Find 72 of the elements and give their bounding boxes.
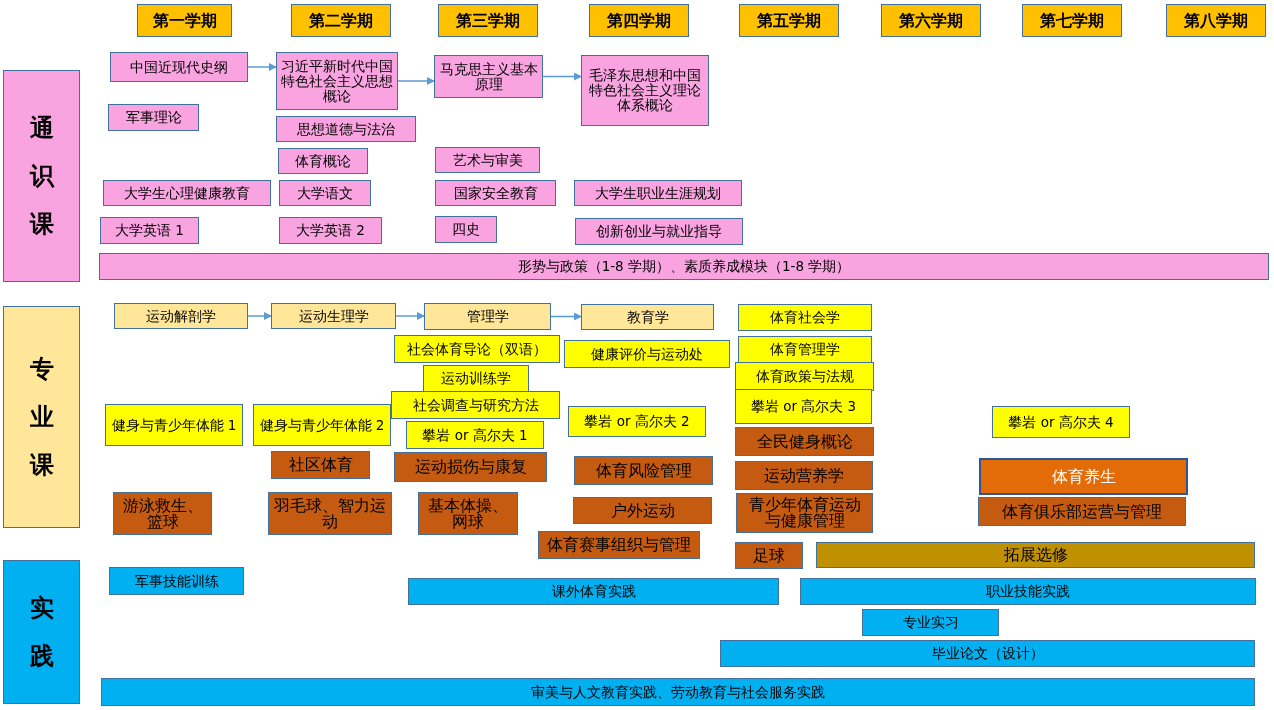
course-box: 基本体操、网球 — [418, 492, 518, 535]
course-box: 攀岩 or 高尔夫 4 — [992, 406, 1130, 438]
course-box: 教育学 — [581, 304, 714, 330]
semester-header: 第六学期 — [881, 4, 981, 37]
course-box: 体育赛事组织与管理 — [538, 531, 700, 559]
semester-header: 第七学期 — [1022, 4, 1122, 37]
course-box: 运动生理学 — [271, 303, 396, 329]
course-band: 课外体育实践 — [408, 578, 779, 605]
course-box: 足球 — [735, 542, 803, 569]
course-band: 形势与政策（1-8 学期）、素质养成模块（1-8 学期） — [99, 253, 1269, 280]
course-box: 健身与青少年体能 2 — [253, 404, 391, 446]
course-box: 攀岩 or 高尔夫 2 — [568, 406, 706, 437]
arrow — [397, 77, 435, 85]
course-box: 体育政策与法规 — [735, 362, 874, 391]
course-box: 攀岩 or 高尔夫 1 — [406, 421, 544, 449]
course-box: 体育风险管理 — [574, 456, 713, 485]
course-box: 健康评价与运动处 — [564, 340, 730, 368]
semester-header: 第八学期 — [1166, 4, 1266, 37]
course-box: 艺术与审美 — [435, 147, 540, 173]
course-box: 管理学 — [424, 303, 551, 330]
course-box: 健身与青少年体能 1 — [105, 404, 243, 446]
course-box: 青少年体育运动与健康管理 — [736, 493, 873, 533]
course-band: 职业技能实践 — [800, 578, 1256, 605]
category-box: 专业课 — [3, 306, 80, 528]
course-box: 思想道德与法治 — [276, 116, 416, 142]
course-box: 体育社会学 — [738, 304, 872, 331]
course-box: 四史 — [435, 216, 497, 243]
course-box: 运动训练学 — [423, 365, 529, 392]
arrow — [550, 312, 582, 321]
course-box: 体育管理学 — [738, 336, 872, 363]
course-box: 攀岩 or 高尔夫 3 — [735, 389, 872, 424]
course-box: 运动营养学 — [735, 461, 873, 490]
course-box: 大学生职业生涯规划 — [574, 180, 742, 206]
course-box: 羽毛球、智力运动 — [268, 492, 392, 535]
semester-header: 第二学期 — [291, 4, 391, 37]
course-band: 毕业论文（设计） — [720, 640, 1255, 667]
course-box: 游泳救生、篮球 — [113, 492, 212, 535]
course-box: 大学英语 1 — [100, 217, 199, 244]
arrow — [395, 312, 425, 320]
course-box: 体育俱乐部运营与管理 — [978, 497, 1186, 526]
course-box: 中国近现代史纲 — [110, 52, 248, 82]
course-box: 运动解剖学 — [114, 303, 248, 329]
course-box: 军事技能训练 — [109, 567, 244, 595]
semester-header: 第三学期 — [438, 4, 538, 37]
course-box: 体育概论 — [278, 148, 368, 174]
course-box: 社会调查与研究方法 — [391, 391, 560, 419]
course-box: 专业实习 — [862, 609, 999, 636]
course-box: 军事理论 — [108, 104, 199, 131]
course-box: 大学英语 2 — [279, 217, 382, 244]
course-box: 运动损伤与康复 — [394, 452, 547, 482]
course-band: 拓展选修 — [816, 542, 1255, 568]
course-box: 创新创业与就业指导 — [575, 218, 743, 245]
course-box: 国家安全教育 — [435, 180, 556, 206]
arrow — [542, 72, 582, 81]
arrow — [247, 63, 277, 71]
course-box: 体育养生 — [979, 458, 1188, 495]
semester-header: 第五学期 — [739, 4, 839, 37]
course-box: 大学语文 — [279, 180, 371, 206]
arrow — [247, 312, 272, 320]
course-box: 社区体育 — [271, 451, 370, 479]
semester-header: 第四学期 — [589, 4, 689, 37]
course-band: 审美与人文教育实践、劳动教育与社会服务实践 — [101, 678, 1255, 706]
category-box: 实践 — [3, 560, 80, 704]
course-box: 毛泽东思想和中国特色社会主义理论体系概论 — [581, 55, 709, 126]
course-box: 户外运动 — [573, 497, 712, 524]
course-box: 马克思主义基本原理 — [434, 55, 543, 98]
category-box: 通识课 — [3, 70, 80, 282]
course-box: 社会体育导论（双语） — [394, 335, 560, 363]
semester-header: 第一学期 — [137, 4, 232, 37]
course-box: 全民健身概论 — [735, 427, 874, 456]
course-box: 习近平新时代中国特色社会主义思想概论 — [276, 52, 398, 110]
course-box: 大学生心理健康教育 — [103, 180, 271, 206]
